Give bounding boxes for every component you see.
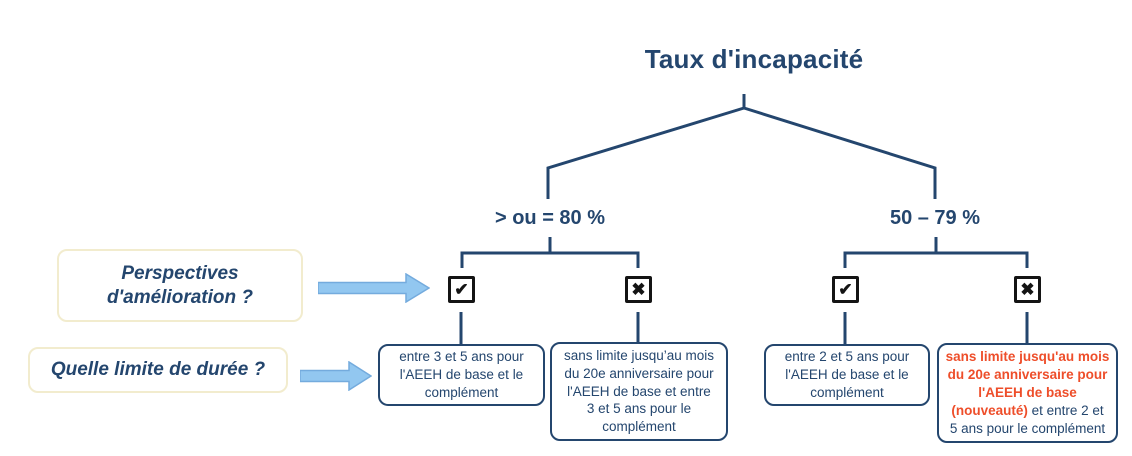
left-bracket-connector [460, 237, 640, 268]
branch-label-80-percent: > ou = 80 % [494, 207, 606, 229]
checkbox-checked-icon: ✔ [448, 276, 475, 303]
outcome-box-80-non: sans limite jusqu’au mois du 20e anniver… [550, 342, 728, 441]
outcome-box-80-oui: entre 3 et 5 ans pour l'AEEH de base et … [378, 344, 545, 406]
checkbox-crossed-icon: ✖ [1014, 276, 1041, 303]
root-connector [546, 94, 937, 199]
outcome-box-50-79-oui: entre 2 et 5 ans pour l'AEEH de base et … [764, 344, 930, 406]
check-glyph: ✔ [838, 279, 853, 299]
checkbox-crossed-icon: ✖ [625, 276, 652, 303]
outcome-text: sans limite jusqu'au mois du 20e anniver… [944, 348, 1111, 437]
question-perspectives-label: Perspectives d'amélioration ? [107, 262, 253, 308]
page-title: Taux d'incapacité [644, 44, 864, 74]
checkbox-checked-icon: ✔ [832, 276, 859, 303]
cross-glyph: ✖ [631, 279, 646, 299]
check-glyph: ✔ [454, 279, 469, 299]
right-bracket-connector [843, 237, 1029, 268]
question-limite-duree: Quelle limite de durée ? [28, 347, 288, 393]
outcome-highlight-text: sans limite jusqu'au mois du 20e anniver… [945, 349, 1110, 418]
cross-glyph: ✖ [1020, 279, 1035, 299]
outcome-rest-text: et entre 2 et 5 ans pour le complément [949, 402, 1106, 436]
question-limite-label: Quelle limite de durée ? [50, 359, 266, 381]
arrow-right-icon [318, 273, 430, 303]
outcome-text: entre 3 et 5 ans pour l'AEEH de base et … [399, 349, 524, 400]
leaf-stub-connectors [459, 312, 1029, 345]
outcome-box-50-79-non: sans limite jusqu'au mois du 20e anniver… [937, 343, 1118, 443]
outcome-text: entre 2 et 5 ans pour l'AEEH de base et … [784, 349, 910, 400]
outcome-text: sans limite jusqu’au mois du 20e anniver… [563, 347, 715, 435]
arrow-right-icon [300, 361, 372, 391]
question-perspectives-amelioration: Perspectives d'amélioration ? [57, 249, 303, 322]
branch-label-50-79-percent: 50 – 79 % [889, 207, 981, 229]
